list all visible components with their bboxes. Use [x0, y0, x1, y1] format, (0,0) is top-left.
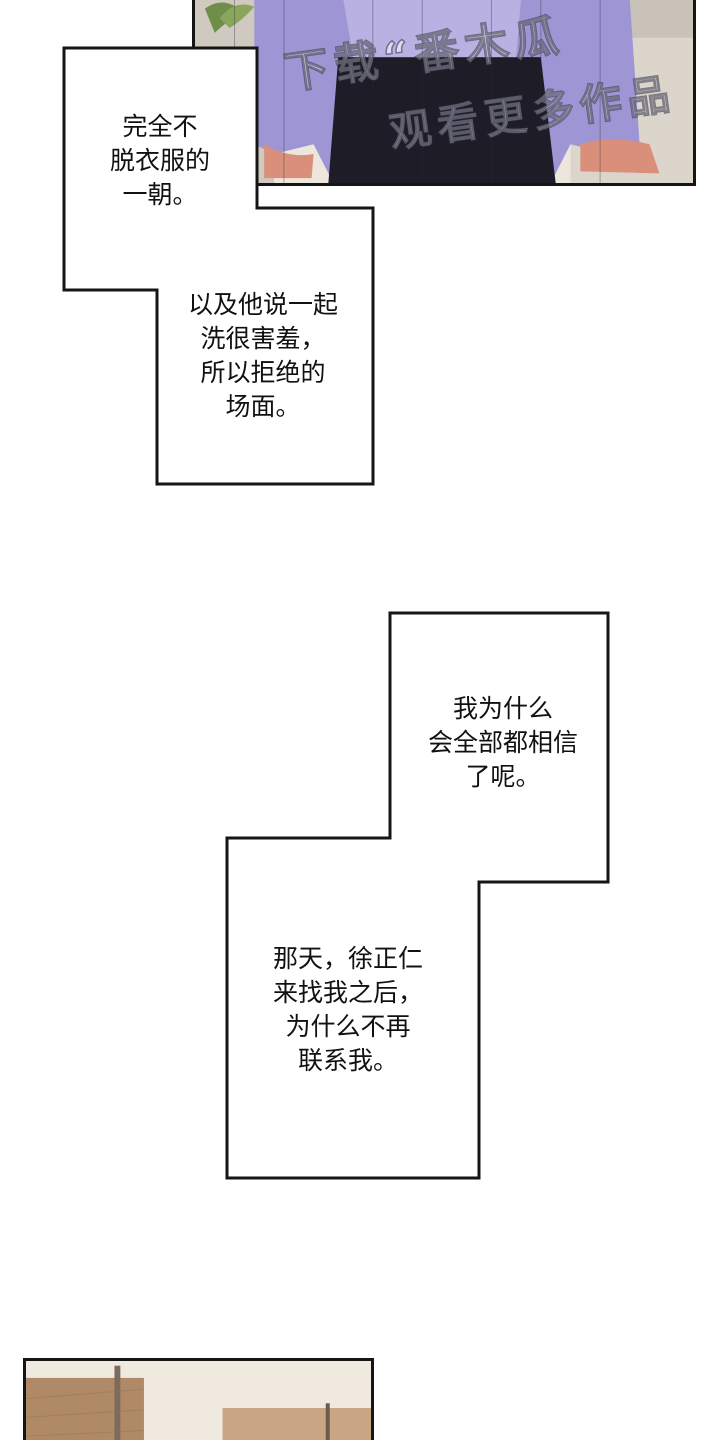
- caption-4: 那天，徐正仁 来找我之后， 为什么不再 联系我。: [248, 942, 448, 1078]
- caption-3-line: 会全部都相信: [427, 728, 578, 757]
- caption-3-line: 了呢。: [465, 762, 541, 791]
- panel-illustration-top: [195, 0, 693, 183]
- caption-2: 以及他说一起 洗很害羞， 所以拒绝的 场面。: [168, 288, 358, 424]
- caption-1-line: 脱衣服的: [109, 146, 210, 175]
- caption-3-line: 我为什么: [452, 694, 553, 723]
- caption-4-line: 来找我之后，: [272, 978, 423, 1007]
- comic-panel-top: [192, 0, 696, 186]
- caption-2-line: 场面。: [225, 392, 301, 421]
- caption-4-line: 那天，徐正仁: [272, 944, 423, 973]
- caption-1-line: 完全不: [122, 112, 198, 141]
- caption-1: 完全不 脱衣服的 一朝。: [95, 110, 225, 212]
- caption-2-line: 洗很害羞，: [200, 324, 326, 353]
- caption-2-line: 所以拒绝的: [200, 358, 326, 387]
- comic-panel-bottom: [23, 1358, 374, 1440]
- caption-1-line: 一朝。: [122, 180, 198, 209]
- panel-illustration-bottom: [26, 1361, 371, 1440]
- caption-2-line: 以及他说一起: [187, 290, 338, 319]
- caption-4-line: 为什么不再: [285, 1012, 411, 1041]
- caption-4-line: 联系我。: [297, 1046, 398, 1075]
- caption-3: 我为什么 会全部都相信 了呢。: [408, 692, 598, 794]
